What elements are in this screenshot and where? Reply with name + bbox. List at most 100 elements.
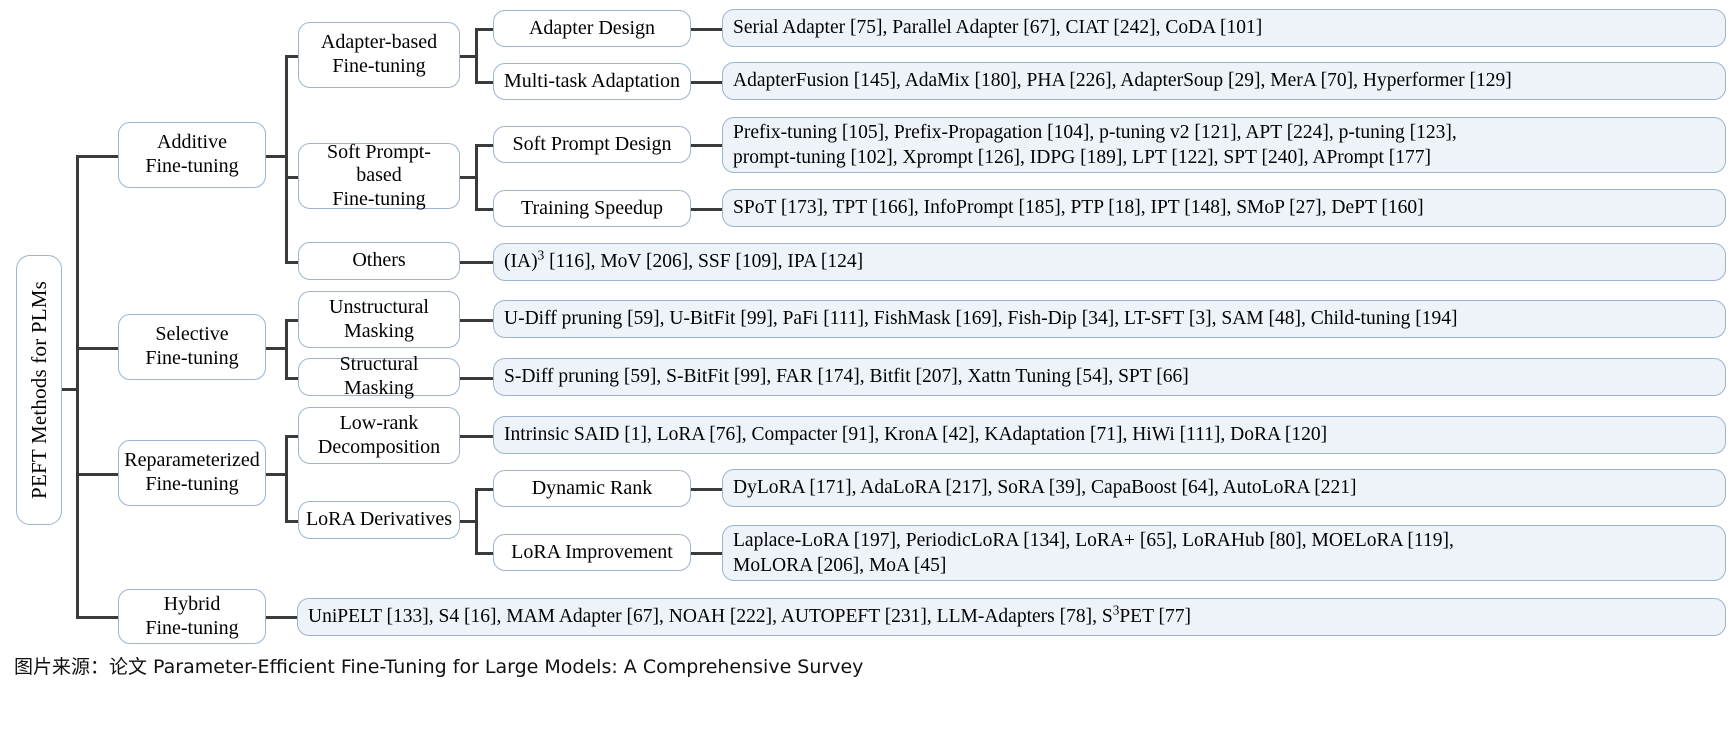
- node-adapter-design-label: Adapter Design: [528, 16, 656, 39]
- connector-spine-selective: [76, 347, 118, 350]
- connector-additive-out: [266, 155, 288, 158]
- node-soft-prompt-design-label: Soft Prompt Design: [512, 132, 672, 155]
- connector-lowrank-leaf: [460, 435, 495, 438]
- leaf-unstructural-masking-methods[interactable]: U-Diff pruning [59], U-BitFit [99], PaFi…: [493, 300, 1726, 338]
- leaf-soft-prompt-design-line1: Prefix-tuning [105], Prefix-Propagation …: [733, 121, 1457, 143]
- leaf-dynamic-rank-methods[interactable]: DyLoRA [171], AdaLoRA [217], SoRA [39], …: [722, 469, 1726, 507]
- leaf-multi-task-text: AdapterFusion [145], AdaMix [180], PHA […: [733, 70, 1512, 92]
- connector-additive-spine: [285, 55, 288, 262]
- node-lora-derivatives[interactable]: LoRA Derivatives: [298, 501, 460, 539]
- node-multi-task-adaptation[interactable]: Multi-task Adaptation: [493, 63, 691, 100]
- connector-spine-additive: [76, 155, 118, 158]
- connector-adapterbased-spine: [475, 28, 478, 81]
- leaf-unstructural-text: U-Diff pruning [59], U-BitFit [99], PaFi…: [504, 308, 1458, 330]
- connector-unstructural-leaf: [460, 319, 495, 322]
- leaf-others-superscript: 3: [537, 247, 545, 263]
- leaf-soft-prompt-design-methods[interactable]: Prefix-tuning [105], Prefix-Propagation …: [722, 117, 1726, 173]
- connector-softprompt-spine: [475, 144, 478, 208]
- node-dynamic-rank-label: Dynamic Rank: [531, 476, 653, 499]
- caption-prefix: 图片来源：论文: [14, 656, 154, 678]
- leaf-others-methods[interactable]: (IA)3 [116], MoV [206], SSF [109], IPA […: [493, 243, 1726, 281]
- leaf-adapter-design-text: Serial Adapter [75], Parallel Adapter [6…: [733, 17, 1263, 39]
- root-node-label: PEFT Methods for PLMs: [26, 281, 51, 499]
- connector-additive-others: [285, 261, 299, 264]
- leaf-training-speedup-text: SPoT [173], TPT [166], InfoPrompt [185],…: [733, 197, 1424, 219]
- connector-selective-spine: [285, 319, 288, 377]
- leaf-training-speedup-methods[interactable]: SPoT [173], TPT [166], InfoPrompt [185],…: [722, 189, 1726, 227]
- leaf-multi-task-methods[interactable]: AdapterFusion [145], AdaMix [180], PHA […: [722, 62, 1726, 100]
- leaf-lora-improvement-text: Laplace-LoRA [197], PeriodicLoRA [134], …: [733, 528, 1715, 579]
- leaf-others-text: (IA)3 [116], MoV [206], SSF [109], IPA […: [504, 249, 1715, 274]
- connector-loraimprovement-leaf: [691, 552, 723, 555]
- connector-softprompt-out: [460, 176, 478, 179]
- connector-adapterdesign-leaf: [691, 28, 723, 31]
- node-multi-task-label: Multi-task Adaptation: [503, 69, 681, 92]
- leaf-hybrid-part-a: UniPELT [133], S4 [16], MAM Adapter [67]…: [308, 606, 1113, 628]
- caption: 图片来源：论文 Parameter-Efficient Fine-Tuning …: [14, 652, 863, 679]
- connector-loraderiv-spine: [475, 488, 478, 552]
- root-node-peft-methods[interactable]: PEFT Methods for PLMs: [16, 255, 62, 525]
- connector-loraderiv-dynamic: [475, 488, 493, 491]
- connector-selective-out: [266, 347, 288, 350]
- connector-reparam-loraderiv: [285, 520, 299, 523]
- leaf-low-rank-text: Intrinsic SAID [1], LoRA [76], Compacter…: [504, 424, 1328, 446]
- connector-reparam-out: [266, 473, 288, 476]
- node-lora-improvement[interactable]: LoRA Improvement: [493, 534, 691, 571]
- node-structural-masking[interactable]: Structural Masking: [298, 353, 460, 399]
- connector-softprompt-speedup: [475, 208, 493, 211]
- connector-dynamicrank-leaf: [691, 488, 723, 491]
- connector-additive-softprompt: [285, 176, 299, 179]
- node-lora-derivatives-label: LoRA Derivatives: [305, 508, 453, 531]
- leaf-low-rank-methods[interactable]: Intrinsic SAID [1], LoRA [76], Compacter…: [493, 416, 1726, 454]
- connector-spine-reparameterized: [76, 473, 118, 476]
- node-soft-prompt-design[interactable]: Soft Prompt Design: [493, 126, 691, 163]
- leaf-soft-prompt-design-text: Prefix-tuning [105], Prefix-Propagation …: [733, 120, 1715, 171]
- leaf-others-rest: [116], MoV [206], SSF [109], IPA [124]: [544, 251, 864, 273]
- leaf-lora-improvement-line2: MoLORA [206], MoA [45]: [733, 555, 947, 576]
- leaf-adapter-design-methods[interactable]: Serial Adapter [75], Parallel Adapter [6…: [722, 9, 1726, 47]
- node-dynamic-rank[interactable]: Dynamic Rank: [493, 470, 691, 507]
- connector-multitask-leaf: [691, 81, 723, 84]
- connector-selective-structural: [285, 377, 299, 380]
- leaf-hybrid-superscript: 3: [1112, 602, 1120, 618]
- connector-hybrid-leaf: [266, 616, 298, 619]
- caption-title: Parameter-Efficient Fine-Tuning for Larg…: [153, 656, 864, 678]
- leaf-soft-prompt-design-line2: prompt-tuning [102], Xprompt [126], IDPG…: [733, 147, 1431, 168]
- leaf-lora-improvement-line1: Laplace-LoRA [197], PeriodicLoRA [134], …: [733, 529, 1454, 551]
- connector-root-stub: [62, 388, 78, 391]
- node-structural-masking-label: Structural Masking: [339, 353, 419, 399]
- connector-adapterbased-out: [460, 55, 478, 58]
- connector-spine-hybrid: [76, 616, 118, 619]
- leaf-dynamic-rank-text: DyLoRA [171], AdaLoRA [217], SoRA [39], …: [733, 477, 1357, 499]
- connector-reparam-spine: [285, 435, 288, 520]
- leaf-hybrid-part-b: PET [77]: [1119, 606, 1191, 628]
- node-others[interactable]: Others: [298, 242, 460, 280]
- node-adapter-design[interactable]: Adapter Design: [493, 10, 691, 47]
- connector-reparam-lowrank: [285, 435, 299, 438]
- leaf-others-prefix: (IA): [504, 251, 538, 273]
- leaf-hybrid-methods[interactable]: UniPELT [133], S4 [16], MAM Adapter [67]…: [297, 598, 1726, 636]
- connector-structural-leaf: [460, 377, 495, 380]
- leaf-lora-improvement-methods[interactable]: Laplace-LoRA [197], PeriodicLoRA [134], …: [722, 525, 1726, 581]
- node-training-speedup[interactable]: Training Speedup: [493, 190, 691, 227]
- leaf-structural-masking-methods[interactable]: S-Diff pruning [59], S-BitFit [99], FAR …: [493, 358, 1726, 396]
- connector-softprompt-design: [475, 144, 493, 147]
- connector-others-leaf: [460, 261, 495, 264]
- connector-additive-adapter: [285, 55, 299, 58]
- leaf-structural-text: S-Diff pruning [59], S-BitFit [99], FAR …: [504, 366, 1189, 388]
